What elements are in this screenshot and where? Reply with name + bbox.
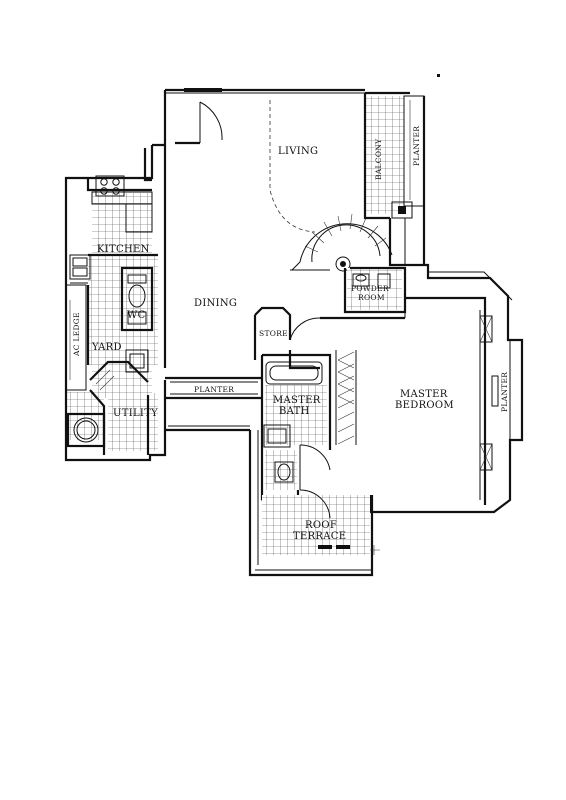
wc-label: WC <box>127 310 146 321</box>
utility-label: UTILITY <box>113 408 158 419</box>
master-bedroom-label-2: BEDROOM <box>395 400 454 411</box>
balcony-block <box>343 91 426 314</box>
spiral-staircase-icon <box>290 213 393 272</box>
roof-terrace-block <box>248 430 380 577</box>
master-bedroom-block <box>335 263 524 514</box>
wardrobe-louvers <box>335 350 357 445</box>
kitchen-wing <box>64 145 167 462</box>
stove-icon <box>95 175 125 197</box>
powder-room-label-1: POWDER <box>351 284 389 293</box>
kitchen-label: KITCHEN <box>97 244 150 255</box>
dining-label: DINING <box>194 298 237 309</box>
ac-ledge-label: AC LEDGE <box>72 312 81 357</box>
planter-top-label: PLANTER <box>412 126 421 166</box>
wc-toilet-icon <box>127 274 147 308</box>
master-bedroom-label-1: MASTER <box>400 389 448 400</box>
yard-label: YARD <box>91 342 122 353</box>
store-label: STORE <box>259 329 288 338</box>
master-bath-label-2: BATH <box>279 406 310 417</box>
balcony-label: BALCONY <box>374 138 383 180</box>
living-label: LIVING <box>278 146 318 157</box>
roof-terrace-label-1: ROOF <box>305 520 337 531</box>
planter-middle-label: PLANTER <box>194 385 234 394</box>
bath-block <box>165 353 332 512</box>
kitchen-sink-icon <box>69 254 91 280</box>
powder-room-label-2: ROOM <box>358 293 385 302</box>
roof-terrace-label-2: TERRACE <box>293 531 346 542</box>
planter-right-label: PLANTER <box>500 372 509 412</box>
master-bath-label-1: MASTER <box>273 395 321 406</box>
stray-mark <box>437 74 440 77</box>
bathtub-icon <box>265 361 323 385</box>
